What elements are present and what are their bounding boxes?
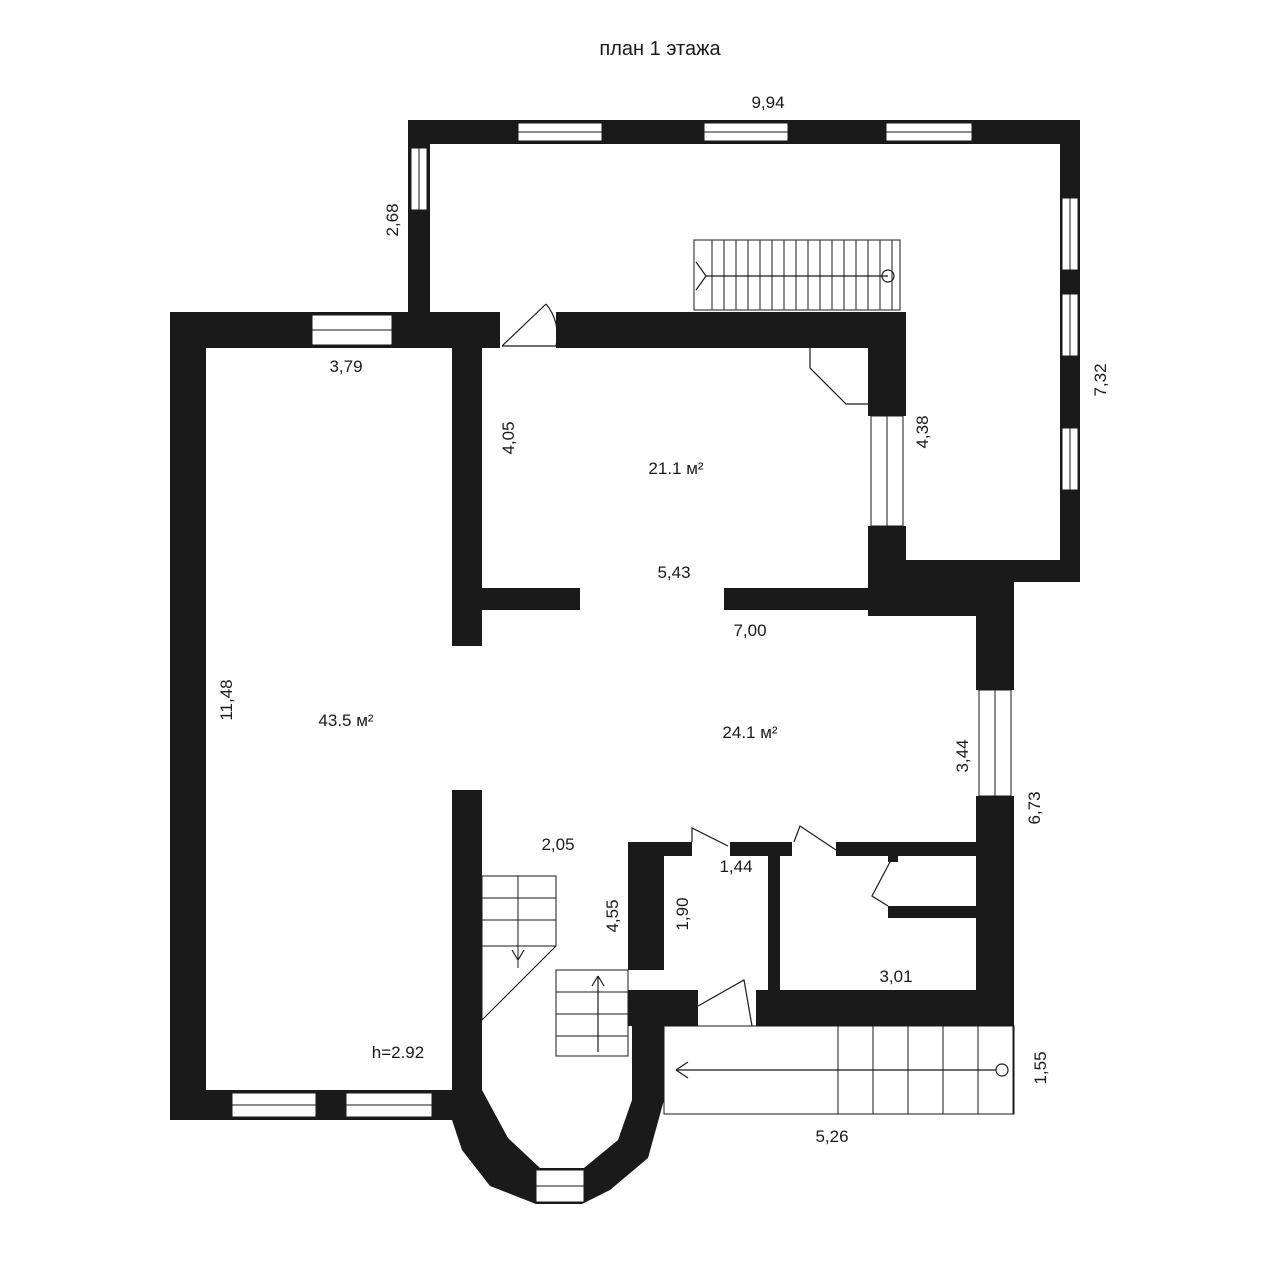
window-upper-left [410, 147, 428, 211]
dim-room24-width: 7,00 [733, 621, 766, 640]
staircases [481, 239, 1015, 1115]
window-left-room-bottom-1 [231, 1092, 317, 1118]
dim-small-room-width: 1,44 [719, 857, 752, 876]
window-left-room-bottom-2 [345, 1092, 433, 1118]
window-top-2 [703, 122, 789, 142]
wall-small-bottom [756, 990, 1014, 1026]
window-right-2 [1061, 293, 1079, 357]
wall-left-room-right-bottom [452, 790, 482, 1120]
dim-room24-right: 3,44 [953, 739, 972, 772]
dim-left-room-height: 11,48 [217, 679, 236, 720]
dim-stair-width: 2,05 [541, 835, 574, 854]
stair-upper [693, 239, 901, 311]
dim-top-left-side: 2,68 [383, 203, 402, 236]
wall-room21-bottom-right [724, 588, 904, 610]
window-room21-right [870, 415, 904, 527]
window-left-room-top [311, 314, 393, 346]
dim-left-room-width: 3,79 [329, 357, 362, 376]
stair-inner-2 [555, 969, 629, 1057]
wall-stair-right [628, 842, 664, 970]
wall-room24-right-top [976, 582, 1014, 690]
window-top-3 [885, 122, 973, 142]
window-room24-right [978, 689, 1012, 797]
wall-room21-top [556, 312, 906, 348]
room-left-ceiling: h=2.92 [372, 1043, 424, 1062]
window-right-3 [1061, 427, 1079, 491]
wall-closet-left [888, 856, 898, 862]
door-closet [871, 861, 891, 907]
chimney-corner [809, 348, 868, 405]
stair-inner-1 [481, 875, 557, 1022]
door-small-2 [793, 825, 837, 851]
wall-room24-right-bottom [976, 796, 1014, 1018]
room-middle-top-area: 21.1 м² [648, 459, 703, 478]
wall-small-middle [768, 856, 780, 990]
door-small-1 [691, 827, 729, 847]
dim-room21-width: 5,43 [657, 563, 690, 582]
windows [231, 122, 1079, 1203]
dim-right-outer: 7,32 [1091, 363, 1110, 396]
wall-bottom-upper [868, 560, 1080, 582]
dim-bath-width: 3,01 [879, 967, 912, 986]
wall-closet [888, 906, 976, 918]
dimension-labels: 9,94 2,68 7,32 4,38 3,79 11,48 4,05 5,43… [217, 93, 1110, 1146]
window-bay [535, 1169, 585, 1203]
doors [501, 303, 891, 1027]
window-top-1 [517, 122, 603, 142]
wall-room21-bottom-left [482, 588, 580, 610]
wall-small-top-3 [836, 842, 976, 856]
dim-room21-height: 4,05 [499, 421, 518, 454]
room-middle-area: 24.1 м² [722, 723, 777, 742]
wall-bay [452, 1010, 664, 1204]
plan-title: план 1 этажа [599, 38, 721, 60]
door-entry-top [501, 303, 558, 347]
wall-small-top-2 [730, 842, 792, 856]
room-labels: 43.5 м² h=2.92 21.1 м² 24.1 м² [318, 459, 777, 1062]
wall-room21-right [868, 312, 906, 416]
window-right-1 [1061, 197, 1079, 271]
dim-porch-width: 5,26 [815, 1127, 848, 1146]
wall-left-room-left [170, 312, 206, 1120]
walls [170, 120, 1080, 1204]
door-stair-bottom [697, 979, 753, 1027]
dim-lower-right-height: 6,73 [1025, 791, 1044, 824]
wall-left-room-right-top [452, 312, 482, 646]
dim-porch-height: 1,55 [1031, 1051, 1050, 1084]
room-left-area: 43.5 м² [318, 711, 373, 730]
stair-porch [663, 1025, 1015, 1115]
dim-stair-height: 4,55 [603, 899, 622, 932]
dim-top-width: 9,94 [751, 93, 784, 112]
dim-small-room-height: 1,90 [673, 897, 692, 930]
dim-inner-right: 4,38 [913, 415, 932, 448]
